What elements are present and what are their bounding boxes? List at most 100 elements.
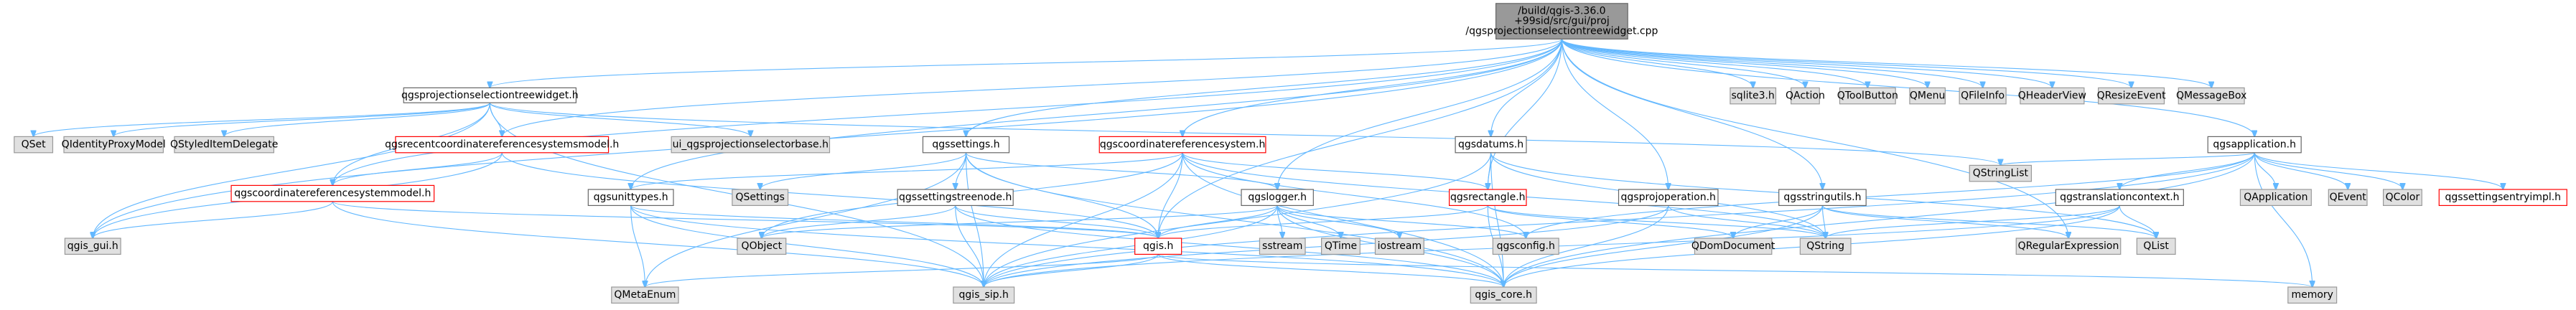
node-label-root: +99sid/src/gui/proj xyxy=(1514,16,1610,27)
edge-settingstreenode_h-to-qgis_core xyxy=(955,205,1504,287)
node-label-crsmodel-h: qgscoordinatereferencesystemmodel.h xyxy=(234,188,431,199)
node-box-qresizeevent xyxy=(2098,87,2165,105)
edge-qgsapplication_h-to-qstringlist xyxy=(2000,152,2255,166)
node-qstring: QString xyxy=(1799,238,1852,255)
node-qgstranslation-h[interactable]: qgstranslationcontext.h xyxy=(2055,189,2184,206)
node-label-iostream: iostream xyxy=(1378,240,1422,252)
node-box-qevent xyxy=(2328,189,2368,206)
edge-qgssettings_h-to-qsettings xyxy=(760,152,967,189)
node-label-qgis-sip: qgis_sip.h xyxy=(959,289,1009,301)
node-label-sstream: sstream xyxy=(1262,240,1302,252)
edge-root-to-qheaderview xyxy=(1561,39,2052,88)
node-qstringlist: QStringList xyxy=(1969,164,2033,182)
node-crsmodel-h[interactable]: qgscoordinatereferencesystemmodel.h xyxy=(230,184,435,202)
node-box-settingstreenode-h xyxy=(897,189,1014,206)
node-label-qevent: QEvent xyxy=(2330,192,2367,203)
node-box-qmenu xyxy=(1909,87,1946,105)
node-qcolor: QColor xyxy=(2383,189,2422,206)
edge-qgsdatums_h-to-qgis_core xyxy=(1490,152,1504,287)
node-box-qgscrs-h xyxy=(1098,136,1266,154)
node-qgssettings-h[interactable]: qgssettings.h xyxy=(922,136,1010,154)
node-qstyleditem: QStyledItemDelegate xyxy=(170,136,278,154)
node-box-qgsdatums-h xyxy=(1455,136,1527,154)
node-box-iostream xyxy=(1374,238,1424,255)
node-qgscrs-h[interactable]: qgscoordinatereferencesystem.h xyxy=(1098,136,1266,154)
node-settingstreenode-h[interactable]: qgssettingstreenode.h xyxy=(897,189,1014,206)
node-qgsapplication-h[interactable]: qgsapplication.h xyxy=(2207,136,2302,154)
edge-settingstreenode_h-to-qgis_h xyxy=(955,205,1159,238)
edge-qgis_h-to-memory xyxy=(1157,253,2313,287)
node-root[interactable]: /build/qgis-3.36.0+99sid/src/gui/proj/qg… xyxy=(1465,3,1658,39)
edge-root-to-qgsrectangle_h xyxy=(1488,39,1562,189)
edge-qgstranslation_h-to-qstring xyxy=(1826,205,2120,238)
node-box-qstyleditem xyxy=(174,136,275,154)
node-label-qmenu: QMenu xyxy=(1910,90,1945,102)
node-box-qgstranslation-h xyxy=(2055,189,2184,206)
node-settingsentryimpl-h[interactable]: qgssettingsentryimpl.h xyxy=(2438,189,2567,206)
edge-root-to-qgsprojsel_h xyxy=(490,38,1562,88)
node-label-ui-projsel: ui_qgsprojectionselectorbase.h xyxy=(673,139,829,151)
node-qgsrectangle-h[interactable]: qgsrectangle.h xyxy=(1449,189,1527,206)
node-box-qgsrectangle-h xyxy=(1449,189,1527,206)
node-box-qobject xyxy=(737,238,787,255)
edge-qgsunittypes_h-to-qgis_h xyxy=(630,205,1159,238)
edge-qgscrs_h-to-qgis_h xyxy=(1158,152,1183,238)
node-qdomdocument: QDomDocument xyxy=(1691,238,1775,255)
edge-root-to-qresizeevent xyxy=(1561,38,2131,88)
node-box-qstring xyxy=(1799,238,1852,255)
node-box-qapplication xyxy=(2239,189,2312,206)
node-box-qgslogger-h xyxy=(1241,189,1314,206)
edge-root-to-qgis_h xyxy=(1158,39,1562,238)
node-recentcrs-h[interactable]: qgsrecentcoordinatereferencesystemsmodel… xyxy=(385,136,619,154)
node-label-qdomdocument: QDomDocument xyxy=(1691,240,1775,252)
node-qgsprojsel-h[interactable]: qgsprojectionselectiontreewidget.h xyxy=(401,87,579,103)
node-qgsprojoperation-h[interactable]: qgsprojoperation.h xyxy=(1618,189,1719,206)
node-box-qmetaenum xyxy=(611,286,679,304)
node-label-recentcrs-h: qgsrecentcoordinatereferencesystemsmodel… xyxy=(385,139,619,151)
node-label-qgscrs-h: qgscoordinatereferencesystem.h xyxy=(1100,139,1266,151)
node-label-qgsrectangle-h: qgsrectangle.h xyxy=(1450,192,1525,203)
node-box-root xyxy=(1495,3,1628,39)
node-label-qlist: QList xyxy=(2143,240,2169,252)
edge-root-to-qregexp xyxy=(1561,39,2068,238)
node-qgsstringutils-h[interactable]: qgsstringutils.h xyxy=(1778,189,1867,206)
node-box-qset xyxy=(14,136,54,154)
node-label-qsettings: QSettings xyxy=(736,192,785,203)
node-label-qgslogger-h: qgslogger.h xyxy=(1248,192,1307,203)
edge-recentcrs_h-to-crsmodel_h xyxy=(332,152,503,186)
node-qheaderview: QHeaderView xyxy=(2018,87,2086,105)
node-box-qmessagebox xyxy=(2178,87,2245,105)
node-qgsdatums-h[interactable]: qgsdatums.h xyxy=(1455,136,1527,154)
edge-root-to-qmessagebox xyxy=(1561,38,2211,88)
node-box-qgis-sip xyxy=(953,286,1015,304)
node-label-qapplication: QApplication xyxy=(2244,192,2307,203)
node-sqlite3: sqlite3.h xyxy=(1730,87,1777,105)
edge-qgsrectangle_h-to-qgis_h xyxy=(1158,205,1488,238)
node-qgslogger-h[interactable]: qgslogger.h xyxy=(1241,189,1314,206)
edge-root-to-recentcrs_h xyxy=(502,39,1562,136)
node-box-ui-projsel xyxy=(671,136,831,154)
node-label-qheaderview: QHeaderView xyxy=(2018,90,2086,102)
node-box-qgsunittypes-h xyxy=(587,189,674,206)
node-label-qgsprojoperation-h: qgsprojoperation.h xyxy=(1621,192,1716,203)
edge-crsmodel_h-to-qgis_gui xyxy=(93,201,333,238)
node-qgsunittypes-h[interactable]: qgsunittypes.h xyxy=(587,189,674,206)
node-qtoolbutton: QToolButton xyxy=(1837,87,1898,105)
node-label-root: /build/qgis-3.36.0 xyxy=(1518,6,1605,17)
edge-qgslogger_h-to-qobject xyxy=(762,205,1278,238)
edge-qgsapplication_h-to-settingsentryimpl_h xyxy=(2254,152,2503,189)
node-box-qgssettings-h xyxy=(922,136,1010,154)
edge-qgsprojsel_h-to-ui_projsel xyxy=(489,102,750,136)
node-qgis-h[interactable]: qgis.h xyxy=(1134,238,1182,255)
node-label-qstring: QString xyxy=(1806,240,1844,252)
node-box-qstringlist xyxy=(1969,164,2033,182)
edge-qgsprojsel_h-to-qgis_gui xyxy=(93,103,490,238)
edge-recentcrs_h-to-qgis_h xyxy=(501,152,1158,238)
edge-qgsrectangle_h-to-qstring xyxy=(1487,205,1825,238)
nodes-layer: /build/qgis-3.36.0+99sid/src/gui/proj/qg… xyxy=(14,3,2567,304)
node-label-qgsapplication-h: qgsapplication.h xyxy=(2213,139,2296,151)
node-label-memory: memory xyxy=(2291,289,2333,301)
node-label-qtime: QTime xyxy=(1325,240,1357,252)
edge-qgscrs_h-to-qgsrectangle_h xyxy=(1182,152,1488,189)
